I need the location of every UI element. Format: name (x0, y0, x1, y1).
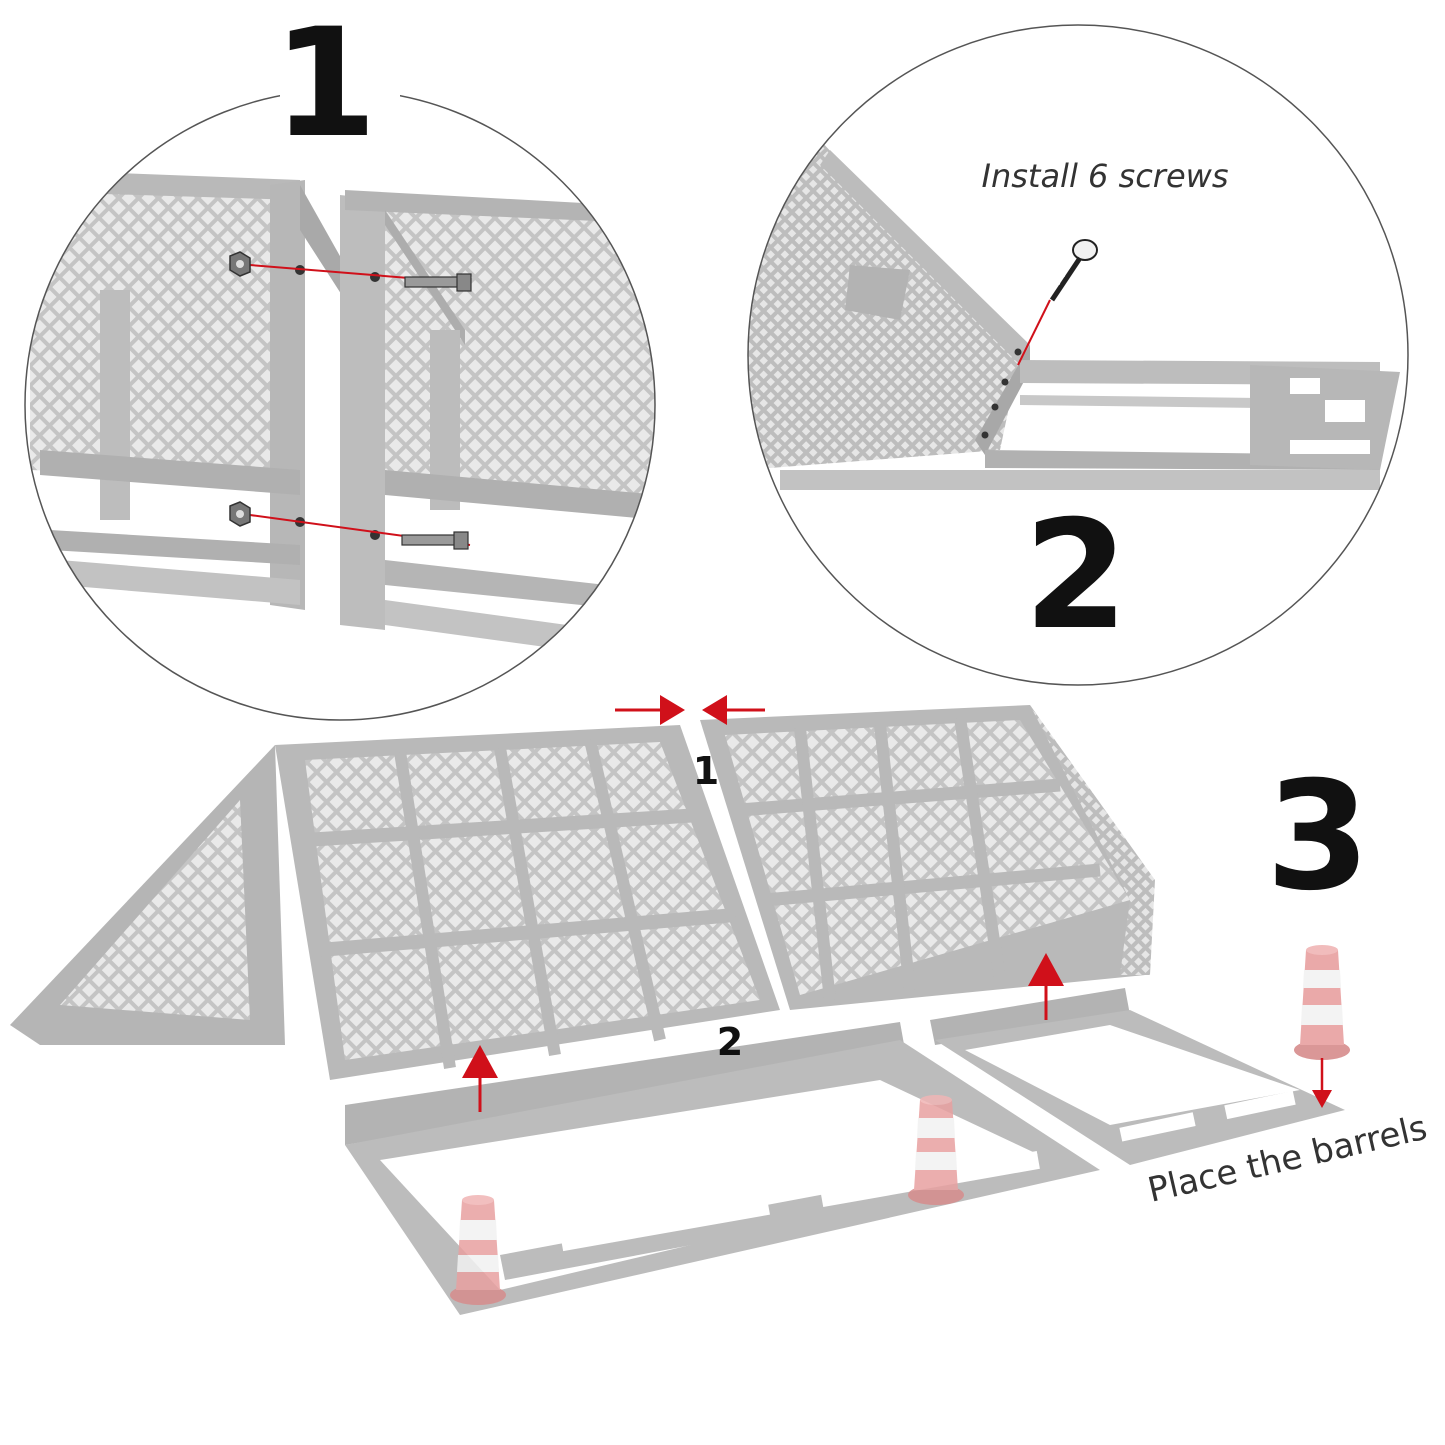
arrow-icon (1312, 1058, 1332, 1108)
barrel-icon (450, 1195, 506, 1305)
step2-detail: Install 6 screws 2 (747, 24, 1409, 686)
step3-number: 3 (1266, 750, 1370, 924)
step3-join-label: 1 (693, 749, 719, 793)
screw-icon (1049, 239, 1098, 302)
step2-number: 2 (1024, 489, 1128, 663)
step3-base-label: 2 (717, 1020, 743, 1064)
step3-overview: 1 2 (10, 695, 1431, 1315)
barrel-icon (1294, 945, 1350, 1060)
arrow-icon (1028, 953, 1064, 1020)
arrow-icon (702, 695, 765, 725)
step1-number: 1 (273, 0, 377, 171)
nut-icon (229, 251, 251, 277)
nut-icon (229, 501, 251, 527)
step1-detail: 1 (24, 0, 656, 721)
arrow-icon (462, 1045, 498, 1112)
barrel-icon (908, 1095, 964, 1205)
step2-caption: Install 6 screws (982, 157, 1229, 195)
bolt-icon (404, 273, 472, 292)
arrow-icon (615, 695, 685, 725)
bolt-icon (401, 531, 469, 550)
